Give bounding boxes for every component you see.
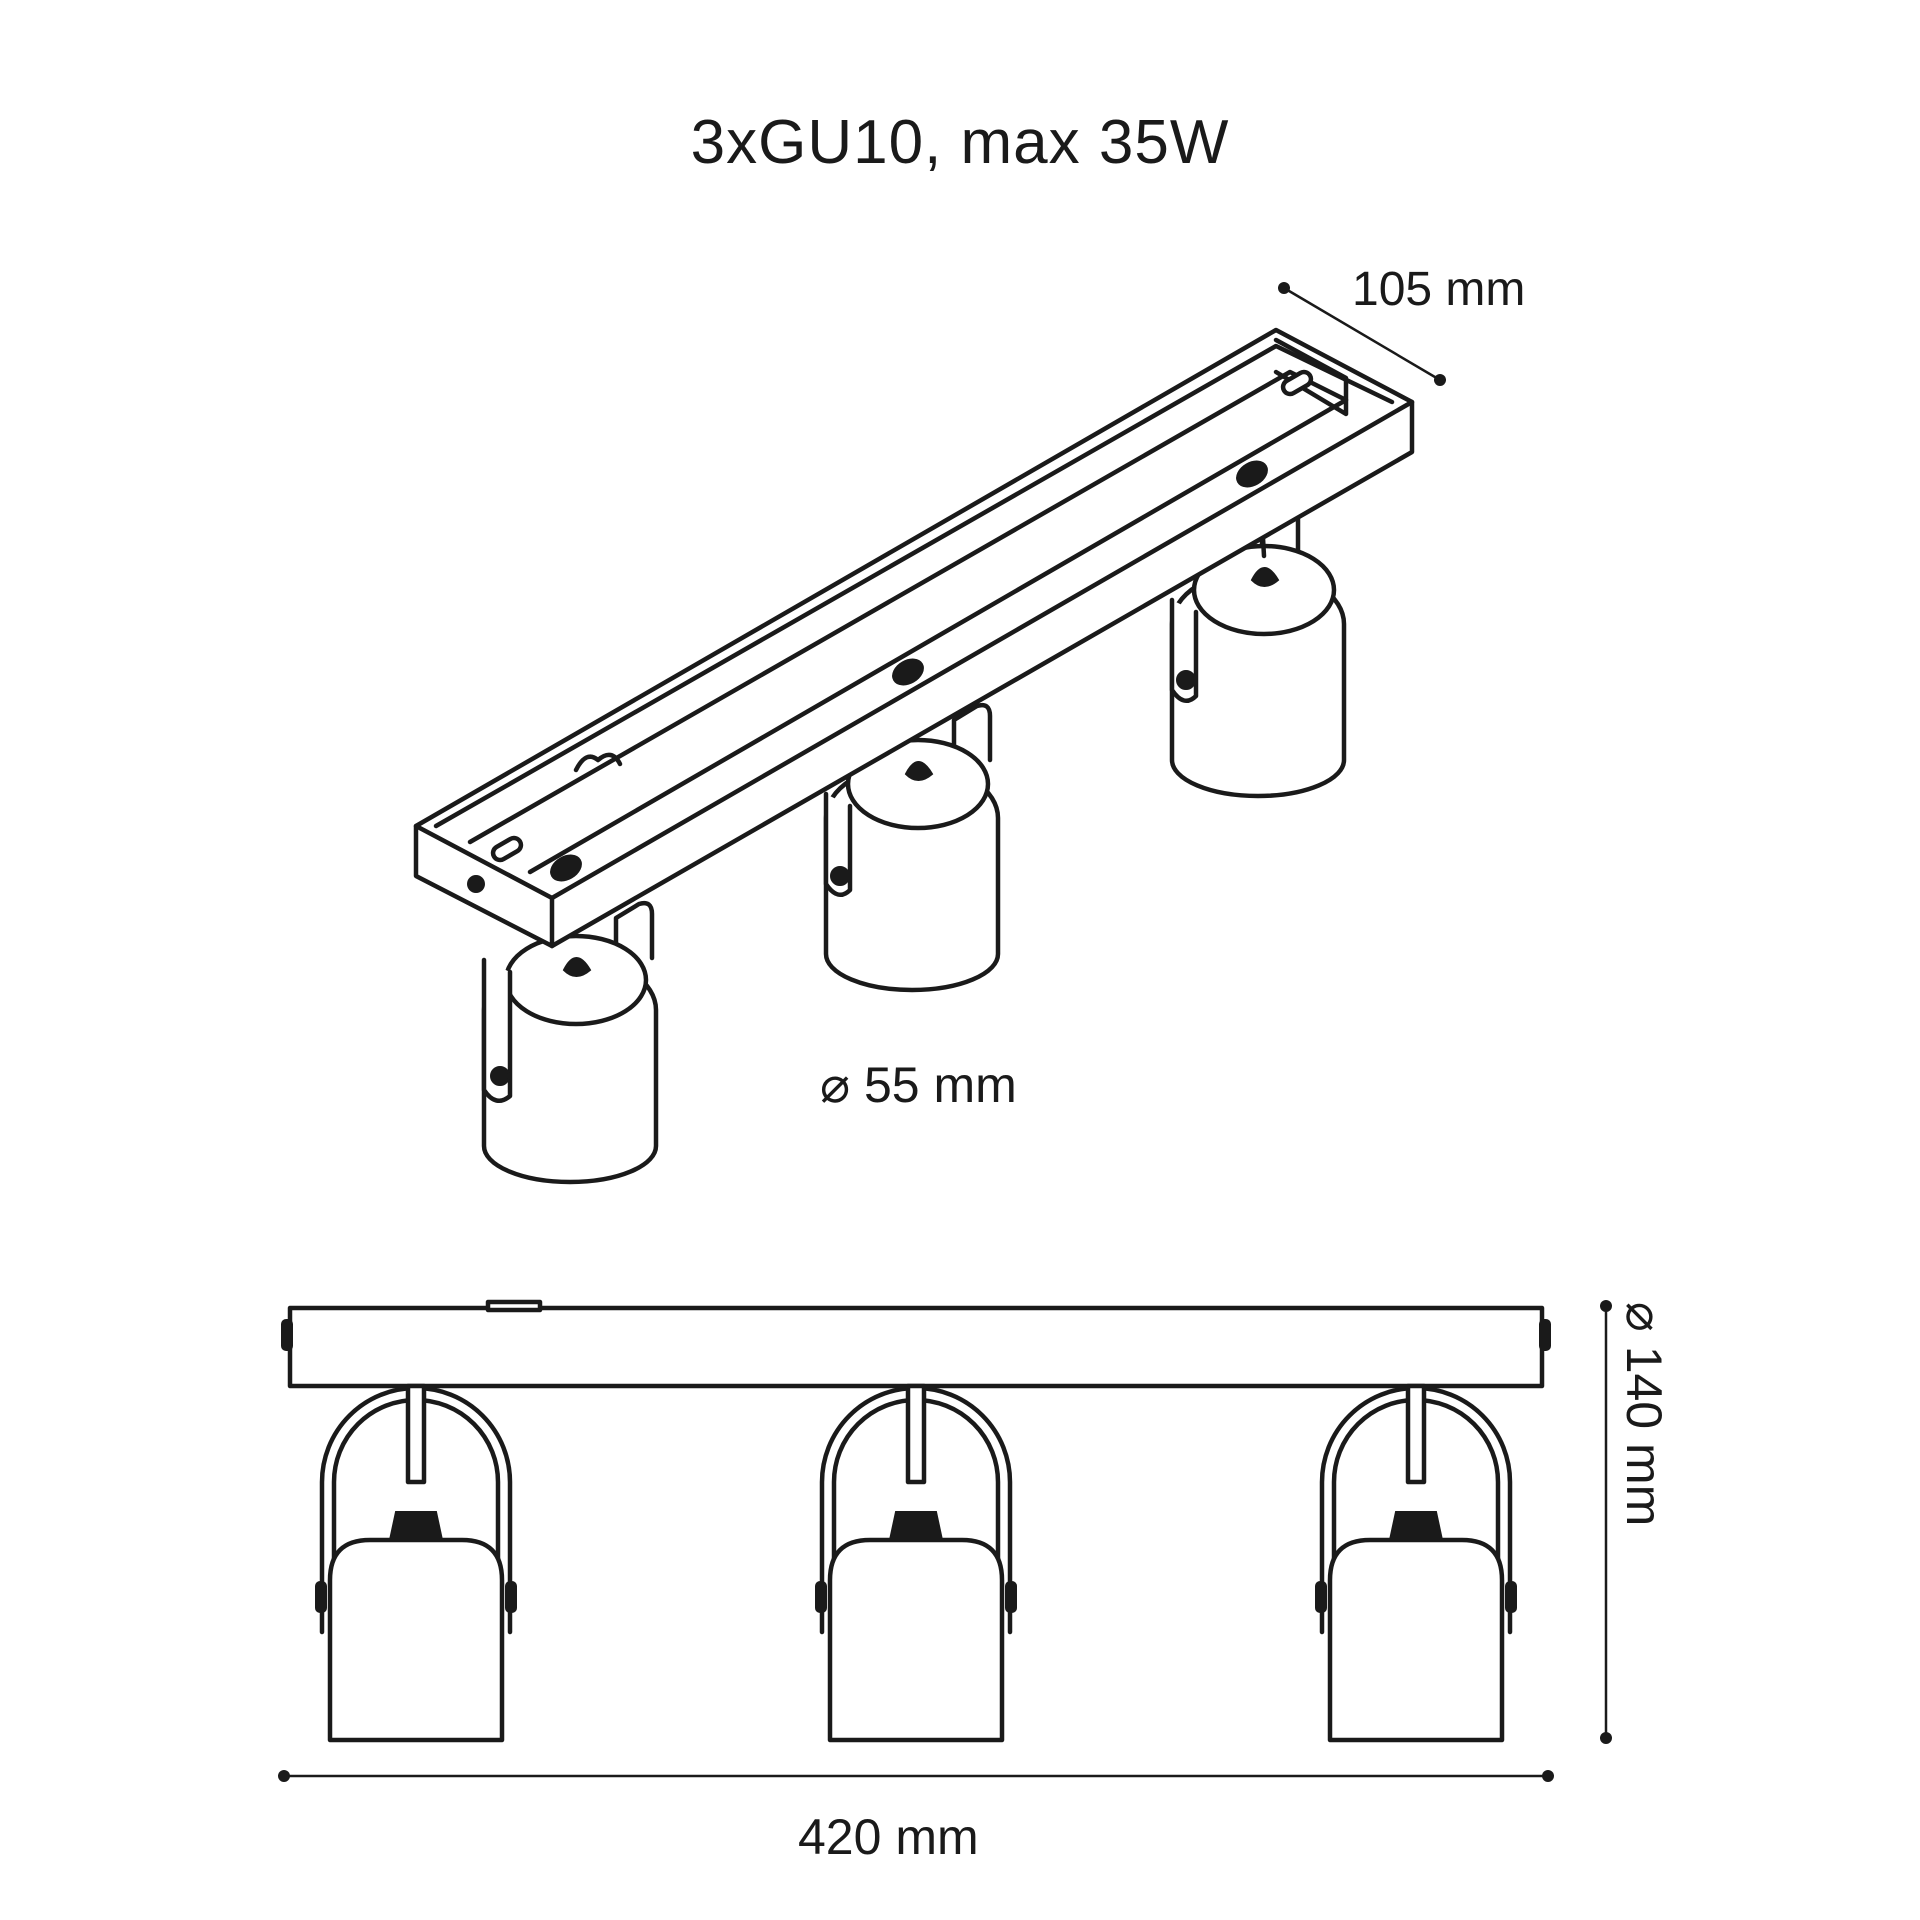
iso-rail-inner-rim xyxy=(433,343,1395,829)
iso-rail-slot-left xyxy=(490,835,524,863)
front-spot-2-body xyxy=(827,1537,1005,1743)
iso-rail-mounting-bar xyxy=(467,369,1349,875)
front-spot-2-stem xyxy=(905,1383,927,1485)
iso-spot-2-pivot xyxy=(830,866,850,886)
front-spot-3-body xyxy=(1327,1537,1505,1743)
front-spot-2 xyxy=(815,1383,1017,1743)
iso-spot-2 xyxy=(823,702,1001,993)
iso-rail xyxy=(413,327,1415,949)
front-spot-1-pivot-right xyxy=(505,1581,517,1613)
front-spot-2-socket xyxy=(888,1511,944,1541)
front-spot-1 xyxy=(315,1383,517,1743)
front-spot-2-pivot-right xyxy=(1005,1581,1017,1613)
iso-spot-3-pivot xyxy=(1176,670,1196,690)
front-spot-2-pivot-left xyxy=(815,1581,827,1613)
dimension-depth-label: 105 mm xyxy=(1352,263,1526,316)
front-spot-1-pivot-left xyxy=(315,1581,327,1613)
dimension-height-label: ⌀ 140 mm xyxy=(1616,1301,1672,1527)
front-spot-1-body xyxy=(327,1537,505,1743)
iso-spot-1-cap xyxy=(503,933,649,1027)
front-spot-3-stem xyxy=(1405,1383,1427,1485)
iso-spot-1-pivot xyxy=(490,1066,510,1086)
iso-spot-1-socket xyxy=(562,957,592,977)
front-rail-connector xyxy=(485,1299,543,1313)
iso-rail-screw-2 xyxy=(892,658,924,686)
iso-rail-screw-1 xyxy=(550,854,582,882)
dim-width-line xyxy=(278,1770,1554,1782)
dim-height-line xyxy=(1600,1300,1612,1744)
dim-depth-line xyxy=(1278,282,1446,386)
front-rail-end-cap-left xyxy=(281,1319,293,1351)
iso-spot-3 xyxy=(1169,506,1347,799)
front-spot-1-stem xyxy=(405,1383,427,1485)
isometric-view xyxy=(413,282,1446,1185)
iso-spot-3-socket xyxy=(1250,567,1280,587)
iso-rail-connector xyxy=(573,752,623,773)
front-rail-end-cap-right xyxy=(1539,1319,1551,1351)
front-spot-1-socket xyxy=(388,1511,444,1541)
iso-spot-2-socket xyxy=(904,761,934,781)
iso-spot-1-side-arm xyxy=(481,957,513,1104)
front-spot-3-socket xyxy=(1388,1511,1444,1541)
spec-title: 3xGU10, max 35W xyxy=(690,108,1230,177)
iso-rail-screw-3 xyxy=(1236,460,1268,488)
dimension-lamp-diameter-label: ⌀ 55 mm xyxy=(820,1057,1017,1113)
front-rail xyxy=(287,1305,1545,1389)
front-spot-3-pivot-left xyxy=(1315,1581,1327,1613)
iso-rail-slot-right xyxy=(1280,369,1314,397)
front-spot-3-pivot-right xyxy=(1505,1581,1517,1613)
iso-spot-1 xyxy=(481,900,659,1185)
iso-rail-end-bracket xyxy=(1273,337,1349,417)
front-spot-3 xyxy=(1315,1383,1517,1743)
dimension-length-label: 420 mm xyxy=(798,1809,979,1865)
iso-rail-end-hole xyxy=(467,875,485,893)
front-view xyxy=(278,1299,1612,1782)
iso-spot-2-cap xyxy=(845,737,991,831)
